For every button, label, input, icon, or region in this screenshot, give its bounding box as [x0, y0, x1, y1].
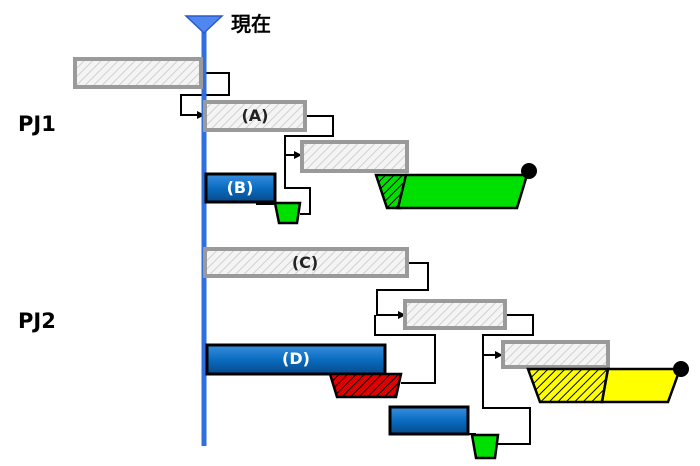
connector-next-to-next — [482, 314, 534, 359]
task-bar-pj1-first[interactable] — [73, 57, 203, 89]
task-bar-pj2-second[interactable] — [403, 299, 507, 330]
task-label-d: (D) — [282, 349, 310, 368]
connector-a-to-next — [284, 115, 334, 159]
buffer-small-green-pj2 — [470, 433, 500, 460]
task-label-b: (B) — [227, 178, 254, 197]
connector-c-to-next — [376, 262, 429, 319]
task-bar-a[interactable] — [203, 100, 307, 132]
task-bar-pj1-third[interactable] — [300, 140, 409, 173]
buffer-pj2 — [526, 361, 689, 404]
task-label-c: (C) — [292, 253, 318, 272]
buffer-red-pj2 — [328, 372, 403, 399]
connector-lines — [180, 72, 534, 445]
connector-d-loop — [374, 315, 436, 384]
buffer-pj2-remaining — [600, 367, 682, 404]
task-bar-c[interactable] — [203, 247, 409, 278]
project-label-pj1: PJ1 — [18, 112, 56, 136]
buffer-small-green-pj1 — [273, 201, 302, 225]
project-label-pj2: PJ2 — [18, 309, 56, 333]
connector-loop-pj1 — [284, 155, 311, 215]
task-label-a: (A) — [241, 106, 268, 125]
buffer-pj2-consumed — [526, 367, 610, 404]
now-triangle-icon — [184, 15, 224, 35]
buffer-pj1 — [374, 163, 537, 210]
buffer-pj1-remaining — [396, 173, 529, 210]
buffer-pj1-endpoint-dot — [521, 163, 537, 179]
now-indicator: 現在 — [184, 12, 271, 446]
task-bar-pj2-bottom-blue[interactable] — [388, 405, 470, 436]
task-bar-pj2-third[interactable] — [501, 340, 610, 369]
now-label: 現在 — [231, 12, 271, 36]
task-bar-b[interactable] — [204, 172, 277, 204]
connector-bottom-loop — [482, 355, 531, 445]
buffer-pj2-endpoint-dot — [673, 361, 689, 377]
task-bar-d[interactable] — [205, 343, 387, 376]
